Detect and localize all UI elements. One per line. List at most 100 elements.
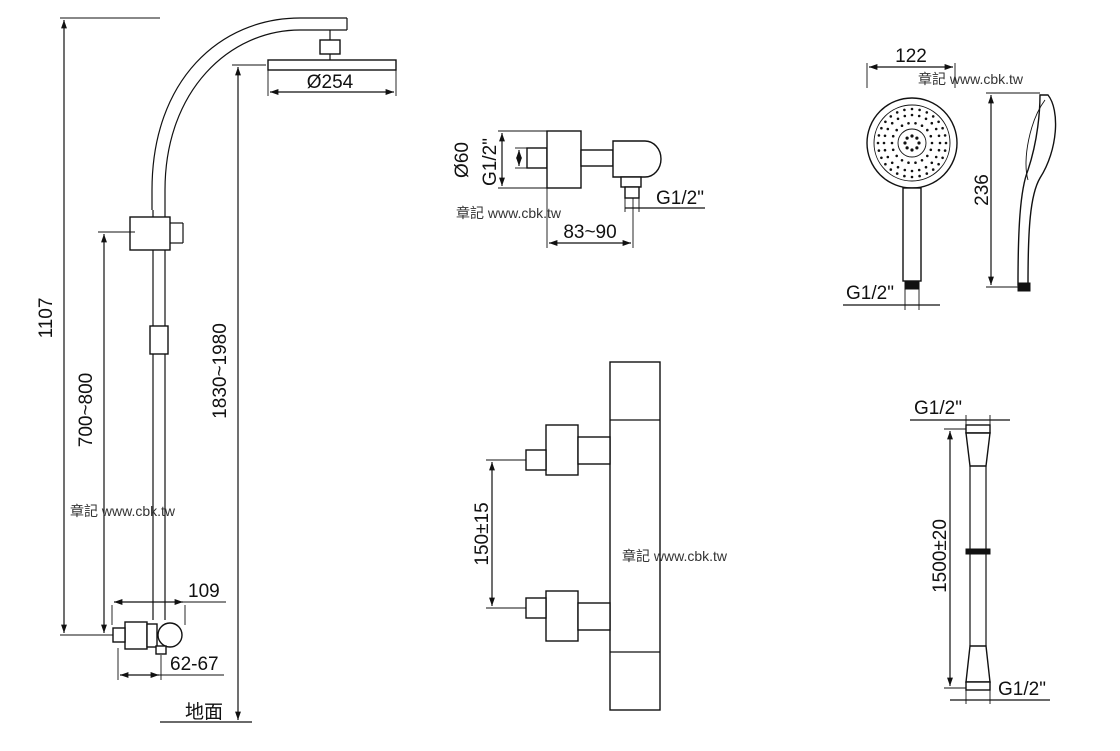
nozzle-dot bbox=[929, 148, 933, 152]
dim-label-109: 109 bbox=[188, 581, 220, 602]
nozzle-pattern bbox=[876, 107, 948, 179]
dim-label-inlet-thread: G1/2" bbox=[480, 138, 501, 186]
bar-body bbox=[609, 361, 661, 711]
dim-label-width: 122 bbox=[895, 46, 927, 67]
dim-label-outlet-thread: G1/2" bbox=[656, 188, 704, 209]
nozzle-dot bbox=[915, 136, 919, 140]
nozzle-dot bbox=[886, 127, 890, 131]
hose-drawing: G1/2" 1500±20 G1/2" bbox=[910, 398, 1050, 704]
dim-label-slide: 700~800 bbox=[76, 373, 97, 448]
nozzle-dot bbox=[880, 126, 883, 130]
nozzle-dot bbox=[877, 149, 881, 152]
nozzle-dot bbox=[930, 141, 934, 145]
dim-label-thread-top: G1/2" bbox=[914, 398, 962, 419]
nozzle-dot bbox=[883, 134, 887, 138]
nozzle-dot bbox=[925, 172, 929, 175]
nozzle-dot bbox=[907, 161, 910, 164]
nozzle-dot bbox=[944, 141, 948, 145]
watermark: 章記 www.cbk.tw bbox=[456, 205, 562, 221]
nozzle-dot bbox=[890, 161, 894, 165]
nozzle-dot bbox=[910, 175, 914, 179]
nozzle-dot bbox=[920, 159, 924, 162]
nozzle-dot bbox=[926, 128, 929, 132]
nozzle-dot bbox=[884, 120, 887, 124]
nozzle-dot bbox=[903, 174, 906, 178]
dim-label-head: Ø254 bbox=[307, 72, 354, 93]
nozzle-dot bbox=[930, 161, 934, 165]
thermostatic-bar-drawing: 150±15 章記 www.cbk.tw bbox=[472, 361, 728, 711]
nozzle-dot bbox=[905, 136, 909, 140]
slider-bracket bbox=[129, 216, 171, 251]
nozzle-dot bbox=[890, 121, 894, 125]
hand-shower-side bbox=[1017, 94, 1057, 286]
nozzle-dot bbox=[886, 155, 890, 159]
valve-body bbox=[546, 130, 582, 189]
nozzle-dot bbox=[937, 148, 941, 152]
nozzle-dot bbox=[891, 134, 895, 138]
nozzle-dot bbox=[943, 134, 947, 137]
nozzle-dot bbox=[918, 174, 921, 178]
nozzle-dot bbox=[917, 168, 921, 172]
nozzle-dot bbox=[937, 134, 941, 138]
hand-shower-drawing: 122 G1/2" 236 章記 www.cbk.tw bbox=[843, 46, 1057, 310]
valve-side-view-drawing: Ø60 G1/2" G1/2" 83~90 章記 www.cbk.tw bbox=[452, 130, 705, 248]
pipe-coupling bbox=[149, 325, 169, 355]
nozzle-dot bbox=[941, 156, 944, 160]
nozzle-dot bbox=[937, 120, 940, 124]
head-connector bbox=[319, 39, 341, 55]
nozzle-dot bbox=[914, 161, 917, 164]
nozzle-dot bbox=[900, 124, 904, 127]
dim-label-diameter: Ø60 bbox=[452, 142, 473, 178]
nozzle-dot bbox=[883, 148, 887, 152]
dim-label-center-distance: 83~90 bbox=[563, 222, 616, 243]
nozzle-dot bbox=[903, 108, 906, 112]
nozzle-dot bbox=[934, 127, 938, 131]
lower-inlet bbox=[545, 590, 579, 642]
shower-column-drawing: 1107 Ø254 1830~1980 700~800 bbox=[36, 17, 397, 723]
nozzle-dot bbox=[890, 141, 894, 145]
nozzle-dot bbox=[918, 108, 921, 112]
watermark: 章記 www.cbk.tw bbox=[918, 71, 1024, 87]
nozzle-dot bbox=[876, 141, 880, 145]
wall-inlet bbox=[526, 147, 548, 169]
nozzle-dot bbox=[910, 169, 914, 173]
nozzle-dot bbox=[915, 146, 919, 150]
nozzle-dot bbox=[929, 134, 933, 138]
hand-shower-handle bbox=[902, 187, 922, 282]
nozzle-dot bbox=[896, 117, 900, 121]
nozzle-dot bbox=[882, 141, 886, 145]
dim-label-1107: 1107 bbox=[36, 298, 57, 339]
nozzle-dot bbox=[903, 114, 907, 118]
nozzle-dot bbox=[889, 115, 893, 118]
nozzle-dot bbox=[895, 154, 898, 158]
dim-label-length: 236 bbox=[972, 174, 993, 206]
nozzle-dot bbox=[925, 111, 929, 114]
nozzle-dot bbox=[900, 159, 904, 162]
nozzle-dot bbox=[941, 126, 944, 130]
nozzle-dot bbox=[910, 148, 914, 152]
nozzle-dot bbox=[910, 134, 914, 138]
dim-label-thread: G1/2" bbox=[846, 283, 894, 304]
nozzle-dot bbox=[895, 128, 898, 132]
nozzle-dot bbox=[903, 168, 907, 172]
nozzle-dot bbox=[905, 146, 909, 150]
dim-label-install: 1830~1980 bbox=[210, 323, 231, 419]
nozzle-dot bbox=[903, 141, 907, 145]
hose-top-cone bbox=[965, 432, 991, 467]
nozzle-dot bbox=[924, 165, 928, 169]
floor-label: 地面 bbox=[185, 701, 223, 723]
upper-inlet bbox=[545, 424, 579, 476]
nozzle-dot bbox=[930, 121, 934, 125]
nozzle-dot bbox=[910, 107, 914, 111]
nozzle-dot bbox=[896, 165, 900, 169]
nozzle-dot bbox=[907, 122, 910, 125]
nozzle-dot bbox=[877, 134, 881, 137]
overhead-shower-head bbox=[267, 59, 397, 71]
nozzle-dot bbox=[895, 172, 899, 175]
nozzle-dot bbox=[920, 124, 924, 127]
valve-knob bbox=[157, 622, 183, 648]
nozzle-dot bbox=[924, 117, 928, 121]
dim-label-62-67: 62-67 bbox=[170, 654, 219, 675]
diverter-valve bbox=[124, 621, 148, 650]
